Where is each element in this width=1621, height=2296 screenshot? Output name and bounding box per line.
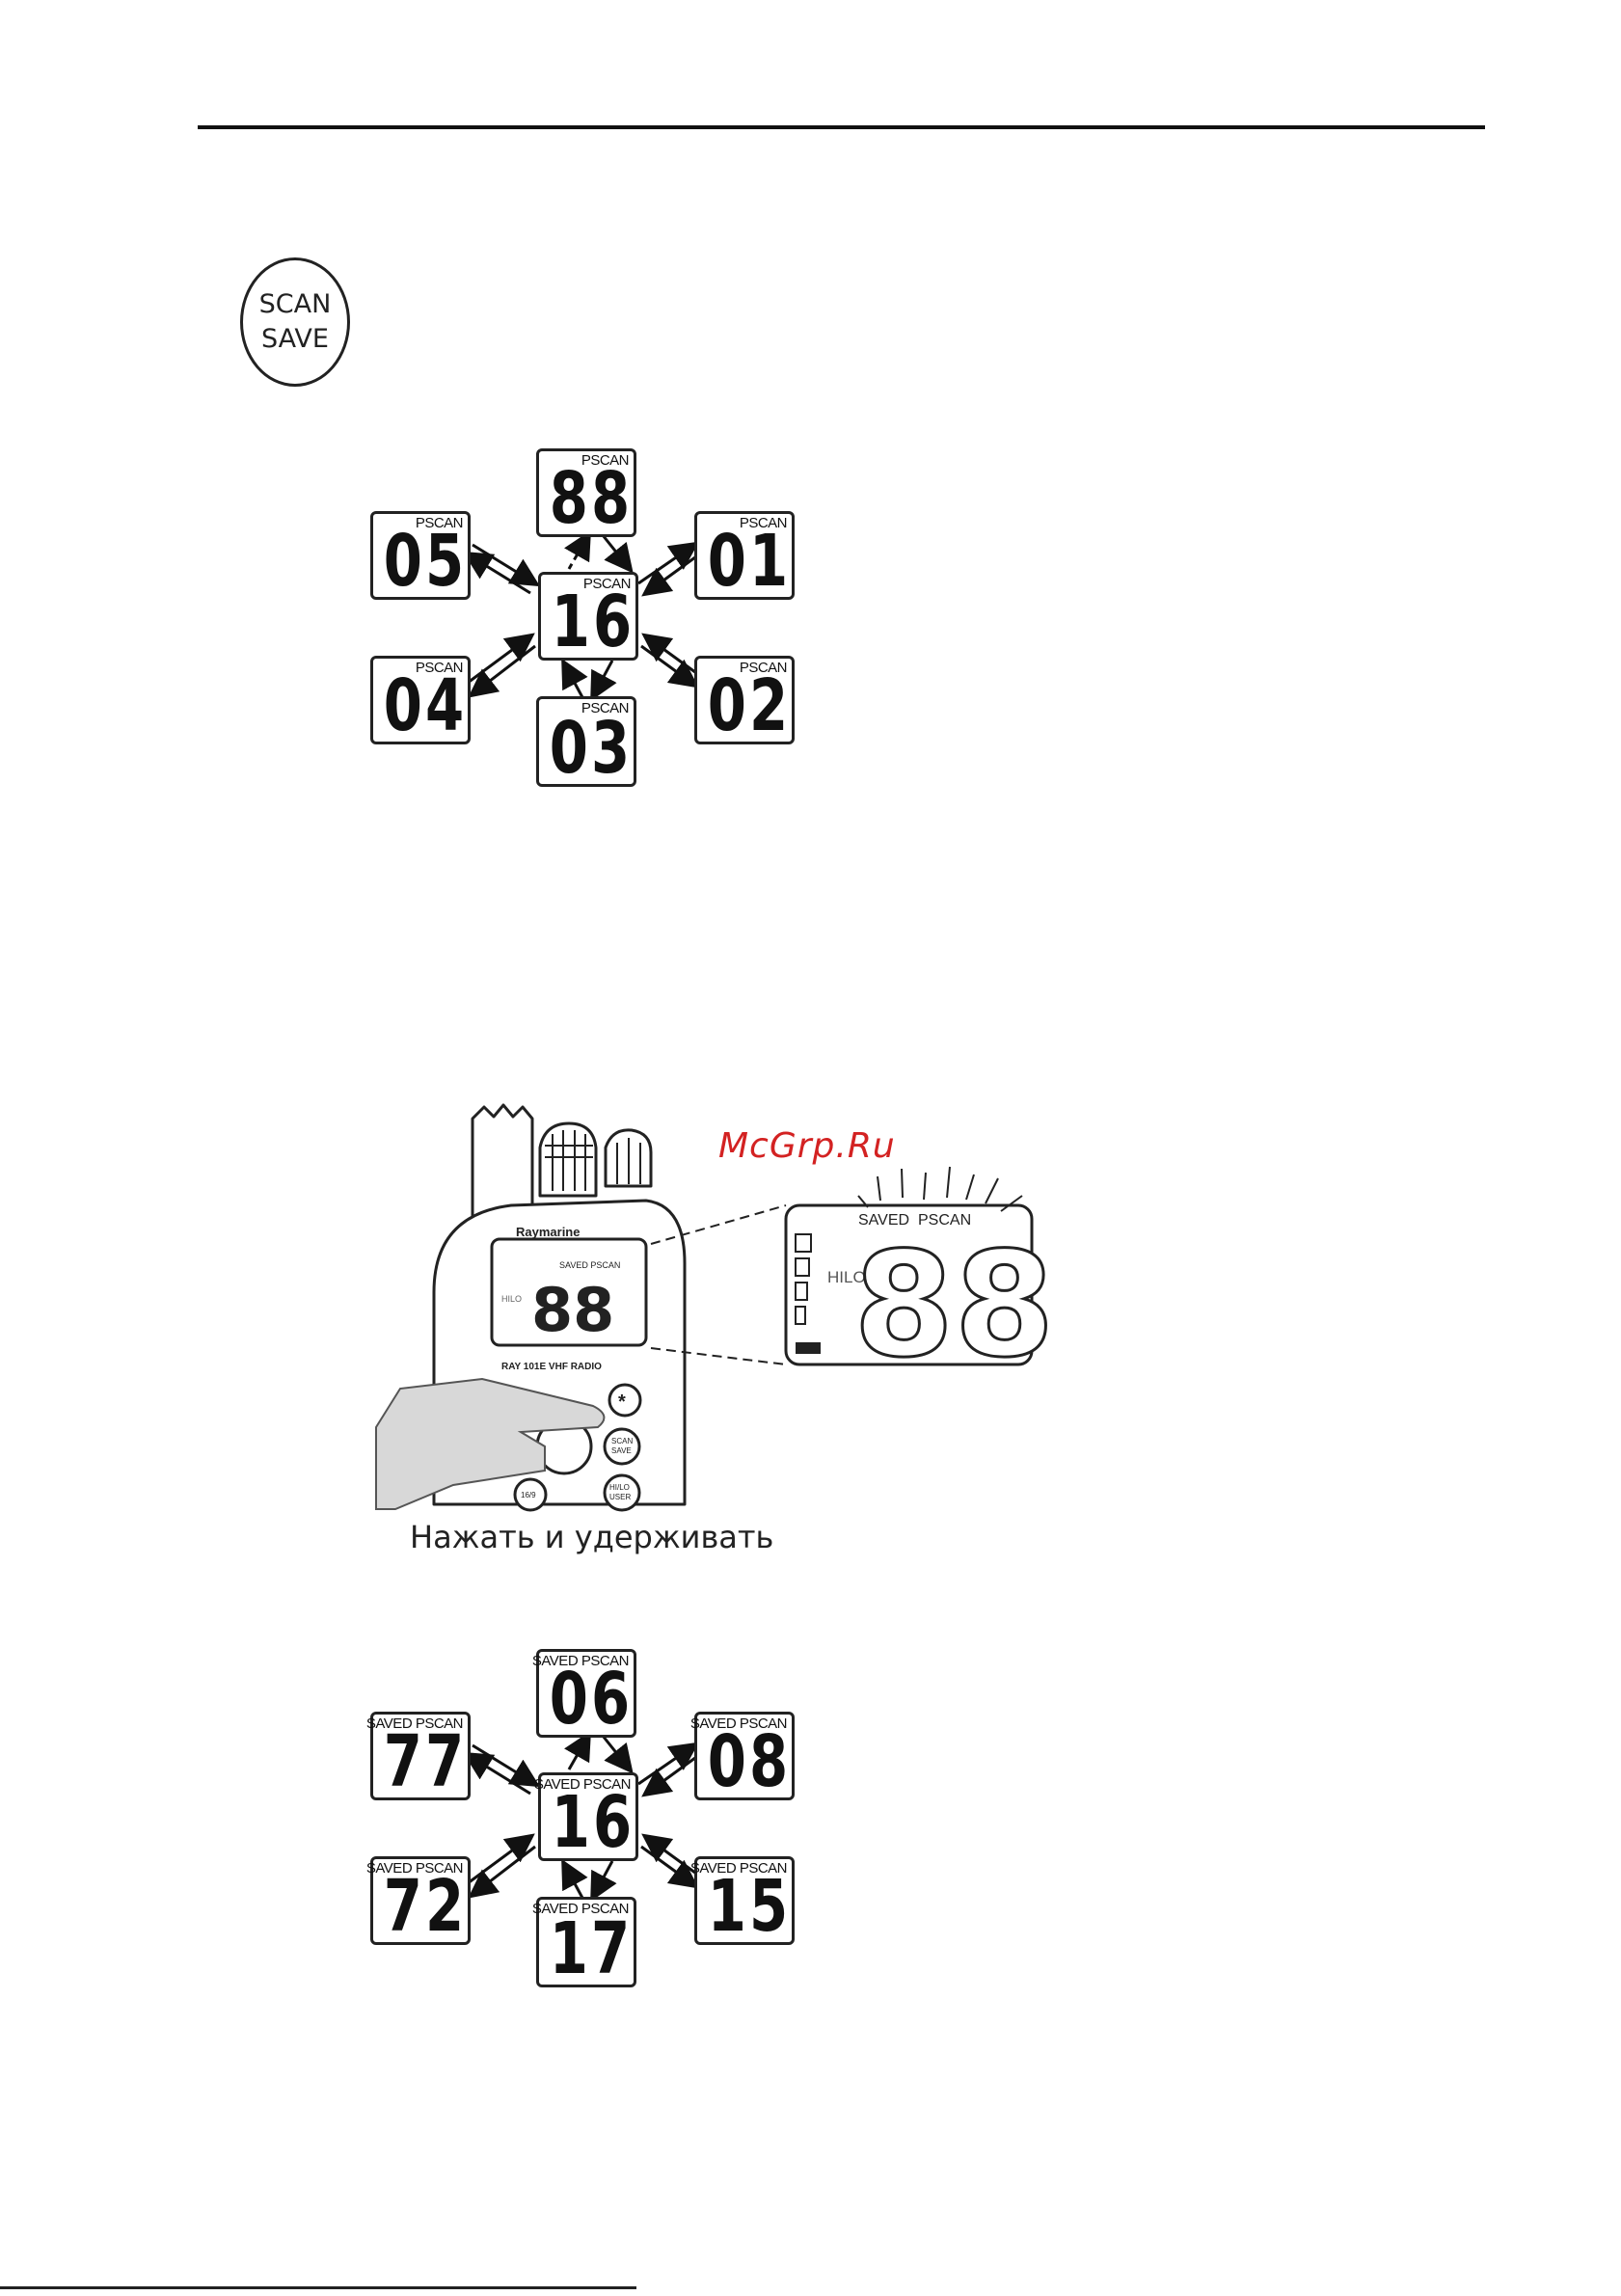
small-saved-pscan: SAVED PSCAN [559,1260,620,1270]
footer-rule [0,2286,636,2289]
lcd-top: SAVED PSCAN 06 [532,1649,636,1741]
lcd-digits: 03 [549,707,634,790]
lcd-label: SAVED PSCAN [689,1860,788,1877]
lcd-label: PSCAN [415,660,464,676]
pscan-channel-diagram: PSCAN 16 PSCAN 88 PSCAN 01 PSCAN 02 PSCA… [357,444,810,791]
lcd-label: SAVED PSCAN [689,1715,788,1732]
saved-pscan-channel-diagram: SAVED PSCAN 16 SAVED PSCAN 06 SAVED PSCA… [357,1644,810,1991]
lcd-digits: 02 [707,664,792,747]
small-digits: 88 [531,1275,614,1345]
model-label: RAY 101E VHF RADIO [501,1362,602,1372]
saved-pscan-arrows [462,1730,700,1903]
lcd-label: PSCAN [581,452,630,469]
lcd-digits: 06 [549,1658,634,1741]
scan-save-key-icon: SCAN SAVE [240,257,350,387]
press-and-hold-caption: Нажать и удерживать [410,1519,774,1555]
lcd-lower-right: PSCAN 02 [694,656,795,747]
key-scan-line1: SCAN [611,1437,633,1445]
lcd-center: PSCAN 16 [538,572,638,663]
lcd-digits: 17 [549,1907,634,1990]
zoom-pscan: PSCAN [918,1212,971,1229]
lcd-upper-left: SAVED PSCAN 77 [366,1712,471,1803]
lcd-digits: 01 [707,520,792,603]
key-hilo-line2: USER [609,1493,631,1501]
lcd-upper-left: PSCAN 05 [370,511,471,603]
small-hilo: HILO [501,1294,522,1304]
lcd-bottom: PSCAN 03 [536,696,636,790]
key-star: * [618,1391,626,1413]
lcd-digits: 88 [549,457,634,540]
watermark: McGrp.Ru [718,1126,896,1166]
pscan-arrows [462,529,700,702]
lcd-lower-left: PSCAN 04 [370,656,471,747]
lcd-digits: 16 [551,581,635,663]
lcd-top: PSCAN 88 [536,448,636,540]
key-hilo-line1: HI/LO [609,1483,630,1492]
lcd-label: SAVED PSCAN [531,1901,630,1917]
pressing-finger-icon [375,1377,606,1510]
header-rule [198,125,1485,129]
lcd-digits: 15 [707,1865,792,1948]
lcd-digits: 16 [551,1781,635,1864]
lcd-upper-right: PSCAN 01 [694,511,795,603]
lcd-digits: 72 [383,1865,468,1948]
lcd-label: PSCAN [581,700,630,716]
lcd-label: PSCAN [739,515,788,531]
lcd-label: PSCAN [415,515,464,531]
zoom-digits: 88 [853,1222,1055,1390]
lcd-digits: 04 [383,664,468,747]
lcd-digits: 77 [383,1720,468,1803]
lcd-lower-right: SAVED PSCAN 15 [690,1856,795,1948]
zoom-hilo: HILO [827,1268,866,1286]
scan-key-line1: SCAN [258,289,332,319]
lcd-bottom: SAVED PSCAN 17 [532,1897,636,1990]
scan-key-line2: SAVE [261,324,329,354]
radio-handset-illustration: Raymarine RAY 101E VHF RADIO SAVED PSCAN… [375,1103,1056,1512]
zoom-saved: SAVED [858,1212,909,1229]
lcd-label: SAVED PSCAN [533,1776,632,1793]
lcd-label: SAVED PSCAN [531,1653,630,1669]
lcd-digits: 08 [707,1720,792,1803]
lcd-label: SAVED PSCAN [365,1715,464,1732]
lcd-lower-left: SAVED PSCAN 72 [366,1856,471,1948]
lcd-upper-right: SAVED PSCAN 08 [690,1712,795,1803]
lcd-label: PSCAN [582,576,632,592]
brand-label: Raymarine [516,1225,580,1239]
key-scan-line2: SAVE [611,1446,632,1455]
lcd-label: PSCAN [739,660,788,676]
lcd-label: SAVED PSCAN [365,1860,464,1877]
lcd-digits: 05 [383,520,468,603]
lcd-center: SAVED PSCAN 16 [534,1772,638,1864]
key-left: 16/9 [521,1491,536,1499]
